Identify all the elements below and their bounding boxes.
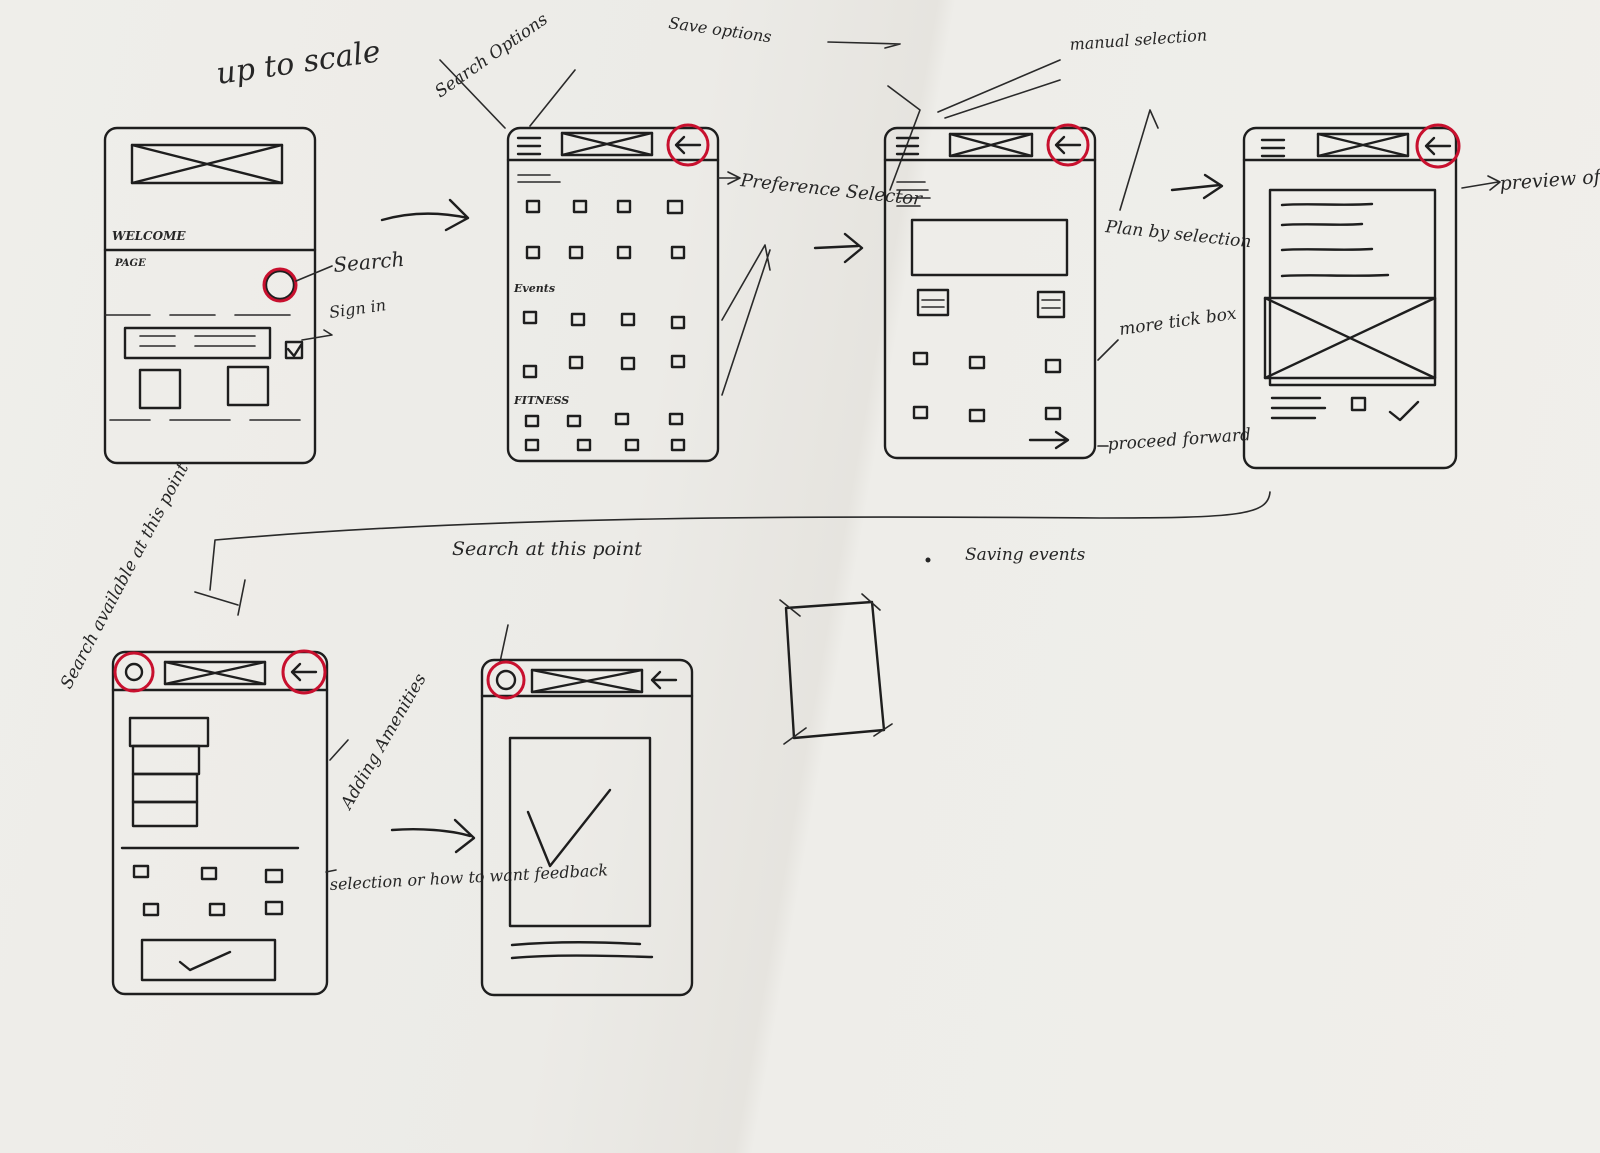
back-arrow-icon-6[interactable] [652,672,676,688]
back-arrow-icon-5 [292,664,316,680]
tile-2[interactable] [228,367,268,405]
amenity-item-3[interactable] [133,774,197,802]
page-label: PAGE [114,258,146,269]
event-options[interactable] [524,312,684,377]
selection-feedback-note: selection or how to want feedback [329,860,608,894]
search-note: Search [332,247,405,277]
fitness-options[interactable] [526,414,684,450]
sign-in-note: Sign in [328,295,387,322]
search-circle-icon[interactable] [266,271,294,299]
manual-selection-note: manual selection [1069,25,1208,54]
back-arrow-icon-4 [1426,138,1450,154]
fitness-label: FITNESS [513,394,569,407]
search-at-this-point-note: Search at this point [452,538,642,560]
amenity-item-2[interactable] [133,746,199,774]
welcome-label: WELCOME [112,229,186,243]
screen-amenities [113,651,327,994]
submit-check-icon [180,952,230,970]
proceed-forward-note: proceed forward [1107,425,1252,455]
screen-preview [1244,125,1459,468]
search-options-note: Search Options [431,9,552,102]
search-available-note: Search available at this point [57,460,193,693]
save-checkbox[interactable] [1352,398,1365,410]
adding-amenities-note: Adding Amenities [336,670,431,814]
feedback-options[interactable] [134,866,282,915]
tile-1[interactable] [140,370,180,408]
up-to-scale-note: up to scale [214,34,382,92]
back-arrow-icon [676,137,700,153]
tick-boxes[interactable] [914,353,1060,421]
sketch-box [786,602,884,738]
back-arrow-icon-3 [1056,137,1080,153]
amenity-item-4[interactable] [133,802,197,826]
screen-confirmation [482,660,692,995]
preference-options[interactable] [527,201,684,258]
screen-welcome: WELCOME PAGE [105,128,315,463]
events-label: Events [513,282,555,295]
saving-events-note: Saving events [965,545,1086,565]
image-icon-right [1038,292,1064,317]
text-panel [125,328,270,358]
menu-icon[interactable] [518,138,540,154]
save-options-note: Save options [667,13,772,46]
plan-by-selection-note: Plan by selection [1103,217,1252,252]
preview-note: preview of the plan event [1499,156,1600,195]
search-icon-5[interactable] [126,664,142,680]
plan-text-box[interactable] [912,220,1067,275]
more-tick-box-note: more tick box [1118,304,1238,340]
image-icon-left [918,290,948,315]
search-icon-6[interactable] [497,671,515,689]
screen-preferences: Events FITNESS [508,125,718,461]
menu-icon-4[interactable] [1262,140,1284,156]
confirm-check-icon[interactable] [1390,402,1418,420]
menu-icon-3[interactable] [897,138,918,154]
amenity-item-1[interactable] [130,718,208,746]
preview-frame [1270,190,1435,385]
proceed-arrow-icon[interactable] [1030,432,1068,448]
screen-plan [885,125,1095,458]
confirmation-check-icon [528,790,610,866]
submit-box[interactable] [142,940,275,980]
confirmation-panel [510,738,650,926]
